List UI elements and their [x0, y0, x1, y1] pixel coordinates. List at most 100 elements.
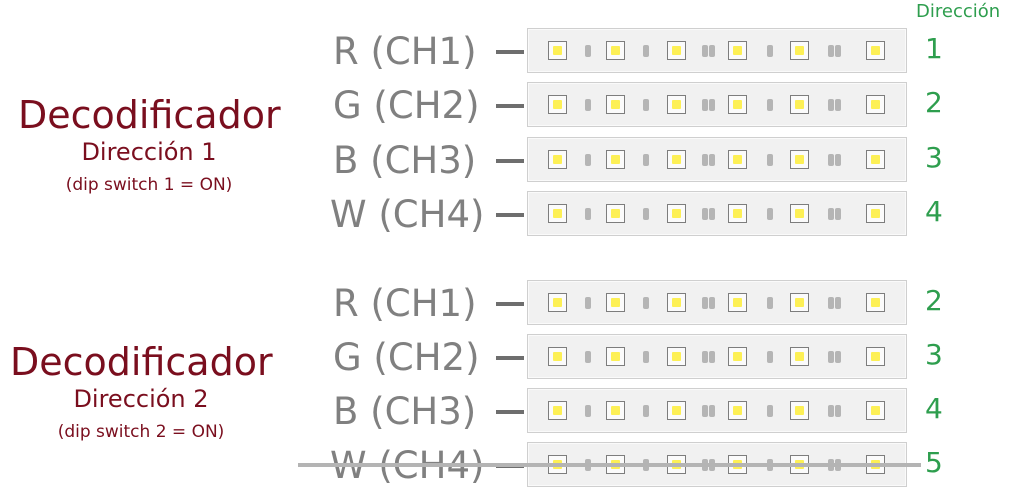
strikethrough-line [298, 463, 921, 467]
resistor [767, 154, 773, 166]
resistor [828, 208, 834, 220]
channel-label: R (CH1) [333, 282, 477, 325]
led-strip [527, 191, 907, 236]
resistor [643, 297, 649, 309]
resistor [709, 208, 715, 220]
led-chip [606, 293, 625, 312]
led-strip [527, 28, 907, 73]
led-chip [606, 41, 625, 60]
address-number: 2 [925, 284, 943, 317]
decoder-1-info: Decodificador Dirección 1 (dip switch 1 … [18, 93, 281, 197]
resistor [835, 208, 841, 220]
led-strip [527, 280, 907, 325]
resistor [767, 99, 773, 111]
decoder-2-title: Decodificador [10, 340, 273, 384]
resistor [767, 351, 773, 363]
led-chip [790, 41, 809, 60]
led-chip [548, 150, 567, 169]
led-chip [790, 347, 809, 366]
channel-label: W (CH4) [330, 193, 485, 236]
resistor [702, 405, 708, 417]
resistor [709, 405, 715, 417]
decoder-2-info: Decodificador Dirección 2 (dip switch 2 … [10, 340, 273, 444]
resistor [835, 45, 841, 57]
resistor [709, 297, 715, 309]
led-strip [527, 388, 907, 433]
led-chip [606, 150, 625, 169]
address-number: 5 [925, 446, 943, 479]
resistor [709, 99, 715, 111]
resistor [709, 154, 715, 166]
led-chip [667, 95, 686, 114]
channel-connector [496, 104, 524, 108]
led-chip [667, 293, 686, 312]
led-chip [606, 347, 625, 366]
resistor [643, 45, 649, 57]
resistor [835, 405, 841, 417]
channel-connector [496, 356, 524, 360]
led-chip [866, 41, 885, 60]
resistor [828, 351, 834, 363]
resistor [702, 154, 708, 166]
led-chip [667, 41, 686, 60]
led-chip [548, 347, 567, 366]
led-chip [866, 150, 885, 169]
led-chip [606, 95, 625, 114]
resistor [643, 154, 649, 166]
address-number: 4 [925, 392, 943, 425]
channel-connector [496, 302, 524, 306]
decoder-1-title: Decodificador [18, 93, 281, 137]
address-number: 3 [925, 338, 943, 371]
resistor [709, 45, 715, 57]
led-chip [548, 293, 567, 312]
resistor [828, 297, 834, 309]
led-chip [728, 95, 747, 114]
resistor [585, 45, 591, 57]
channel-connector [496, 410, 524, 414]
resistor [835, 351, 841, 363]
resistor [702, 351, 708, 363]
resistor [767, 405, 773, 417]
led-chip [790, 204, 809, 223]
led-chip [728, 293, 747, 312]
resistor [702, 297, 708, 309]
led-chip [866, 204, 885, 223]
resistor [643, 99, 649, 111]
resistor [767, 45, 773, 57]
address-number: 2 [925, 86, 943, 119]
resistor [709, 351, 715, 363]
resistor [828, 45, 834, 57]
led-strip [527, 82, 907, 127]
resistor [585, 154, 591, 166]
led-chip [790, 150, 809, 169]
resistor [585, 351, 591, 363]
led-chip [866, 401, 885, 420]
led-strip [527, 137, 907, 182]
channel-label: R (CH1) [333, 30, 477, 73]
led-chip [548, 41, 567, 60]
led-chip [548, 401, 567, 420]
channel-label: B (CH3) [333, 390, 477, 433]
channel-connector [496, 159, 524, 163]
direction-header: Dirección [916, 1, 1001, 22]
led-chip [728, 401, 747, 420]
channel-label: G (CH2) [333, 84, 480, 127]
led-strip [527, 334, 907, 379]
led-chip [728, 41, 747, 60]
resistor [702, 99, 708, 111]
resistor [767, 208, 773, 220]
led-chip [866, 95, 885, 114]
resistor [643, 405, 649, 417]
led-chip [606, 401, 625, 420]
resistor [835, 297, 841, 309]
resistor [835, 154, 841, 166]
led-chip [866, 347, 885, 366]
led-chip [790, 95, 809, 114]
channel-connector [496, 213, 524, 217]
channel-connector [496, 50, 524, 54]
decoder-1-note: (dip switch 1 = ON) [65, 175, 233, 195]
resistor [643, 208, 649, 220]
led-chip [667, 401, 686, 420]
led-chip [606, 204, 625, 223]
led-chip [866, 293, 885, 312]
